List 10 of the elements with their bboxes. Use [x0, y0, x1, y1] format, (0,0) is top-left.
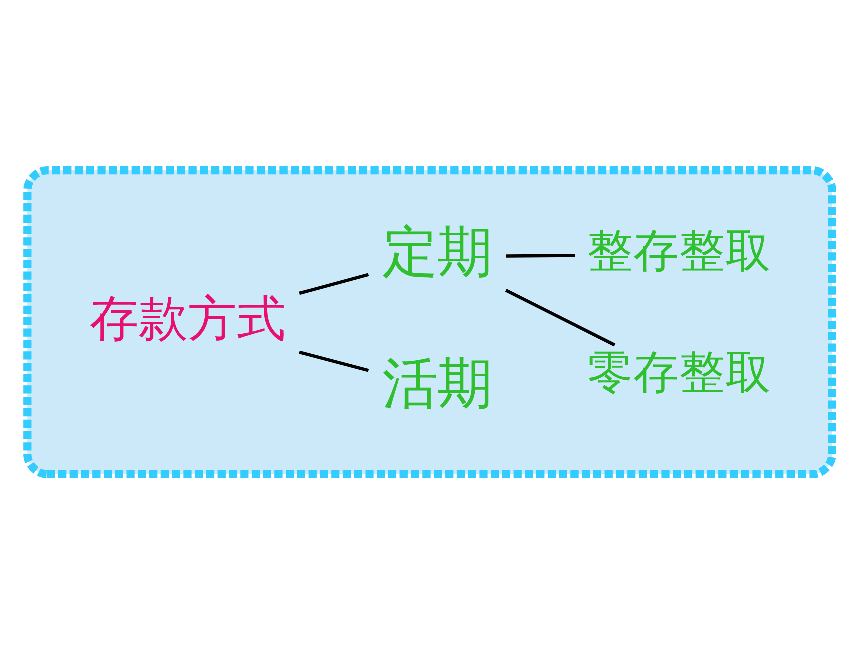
- node-text: 存款方式: [90, 292, 286, 347]
- connector: [506, 254, 576, 258]
- connector: [299, 273, 370, 296]
- node-text: 零存整取: [588, 346, 772, 400]
- cluster: [24, 166, 836, 479]
- node-text: 活期: [382, 352, 492, 416]
- connector: [299, 350, 370, 372]
- connector: [505, 289, 616, 347]
- node-text: 定期: [382, 220, 492, 285]
- node-text: 整存整取: [588, 224, 772, 278]
